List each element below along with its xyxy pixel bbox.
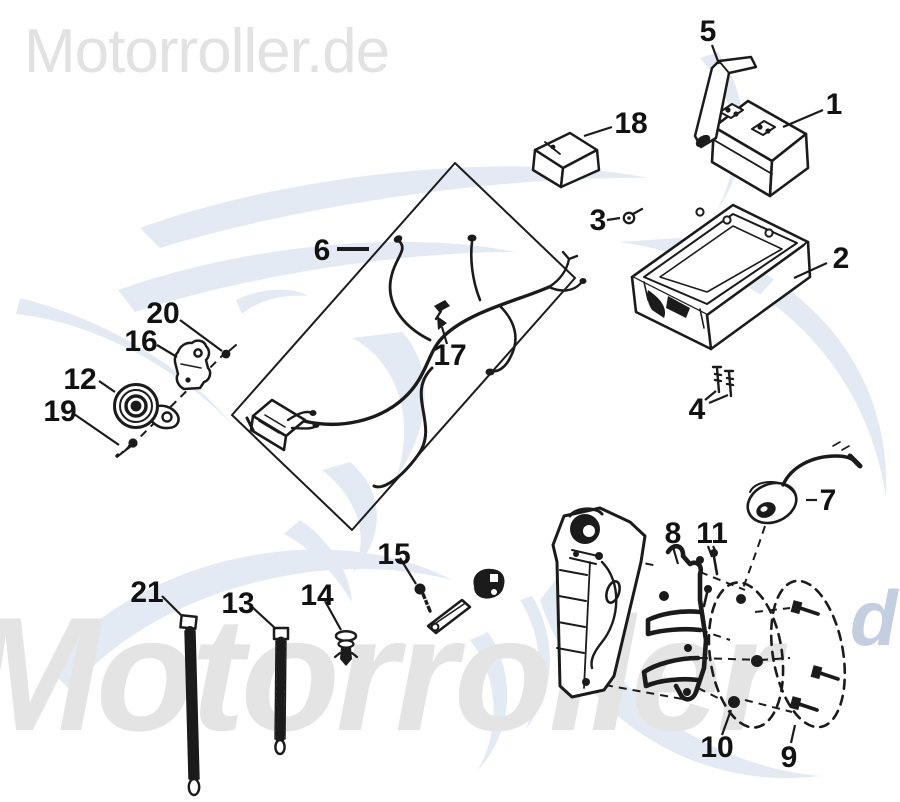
callout-label-1: 1 xyxy=(826,88,843,121)
part-battery xyxy=(710,99,810,198)
part-push-clip xyxy=(333,629,359,666)
part-battery-strap xyxy=(693,55,758,149)
part-screw-19 xyxy=(115,438,138,458)
part-screw-20 xyxy=(221,344,237,359)
callout-label-12: 12 xyxy=(63,363,96,396)
callout-label-15: 15 xyxy=(377,538,410,571)
callout-labels: 1 2 3 4 5 6 7 8 9 10 11 12 13 14 15 16 1… xyxy=(43,15,849,774)
part-screw-15 xyxy=(414,583,472,635)
callout-label-8: 8 xyxy=(665,517,682,550)
part-cable-tie-21 xyxy=(179,614,201,797)
part-connector-17 xyxy=(434,300,450,321)
part-rubber-damper xyxy=(473,568,505,599)
callout-label-3: 3 xyxy=(590,204,607,237)
callout-label-2: 2 xyxy=(833,242,850,275)
part-cdi-unit xyxy=(531,131,601,189)
part-bracket-8 xyxy=(641,543,709,702)
part-gasket-10 xyxy=(707,581,785,729)
part-horn-bracket xyxy=(173,339,212,391)
part-screws-4 xyxy=(711,365,735,398)
callout-leader-lines xyxy=(73,44,828,744)
callout-label-16: 16 xyxy=(124,325,157,358)
watermark-right-fragment: de xyxy=(850,574,900,662)
part-bolts-9 xyxy=(769,579,847,729)
part-wiring-harness xyxy=(231,162,587,531)
part-reservoir-tank xyxy=(551,506,647,699)
callout-label-9: 9 xyxy=(781,741,798,774)
part-battery-box xyxy=(630,203,812,351)
callout-label-7: 7 xyxy=(820,484,837,517)
callout-label-5: 5 xyxy=(700,15,717,48)
callout-label-11: 11 xyxy=(696,517,728,550)
part-cable-tie-13 xyxy=(272,626,290,756)
callout-label-17: 17 xyxy=(433,339,466,372)
callout-label-10: 10 xyxy=(700,731,733,764)
watermark-top-left: Motorroller.de xyxy=(24,17,389,86)
callout-label-6: 6 xyxy=(314,234,331,267)
callout-label-13: 13 xyxy=(221,587,254,620)
callout-label-4: 4 xyxy=(689,393,706,426)
callout-label-19: 19 xyxy=(43,395,76,428)
callout-label-21: 21 xyxy=(130,576,163,609)
part-screw-3 xyxy=(622,207,644,225)
callout-label-20: 20 xyxy=(146,297,179,330)
callout-label-14: 14 xyxy=(300,579,334,612)
part-screws-11 xyxy=(702,549,719,608)
callout-label-18: 18 xyxy=(614,107,647,140)
part-flasher-relay xyxy=(746,441,863,525)
part-horn xyxy=(113,383,180,430)
